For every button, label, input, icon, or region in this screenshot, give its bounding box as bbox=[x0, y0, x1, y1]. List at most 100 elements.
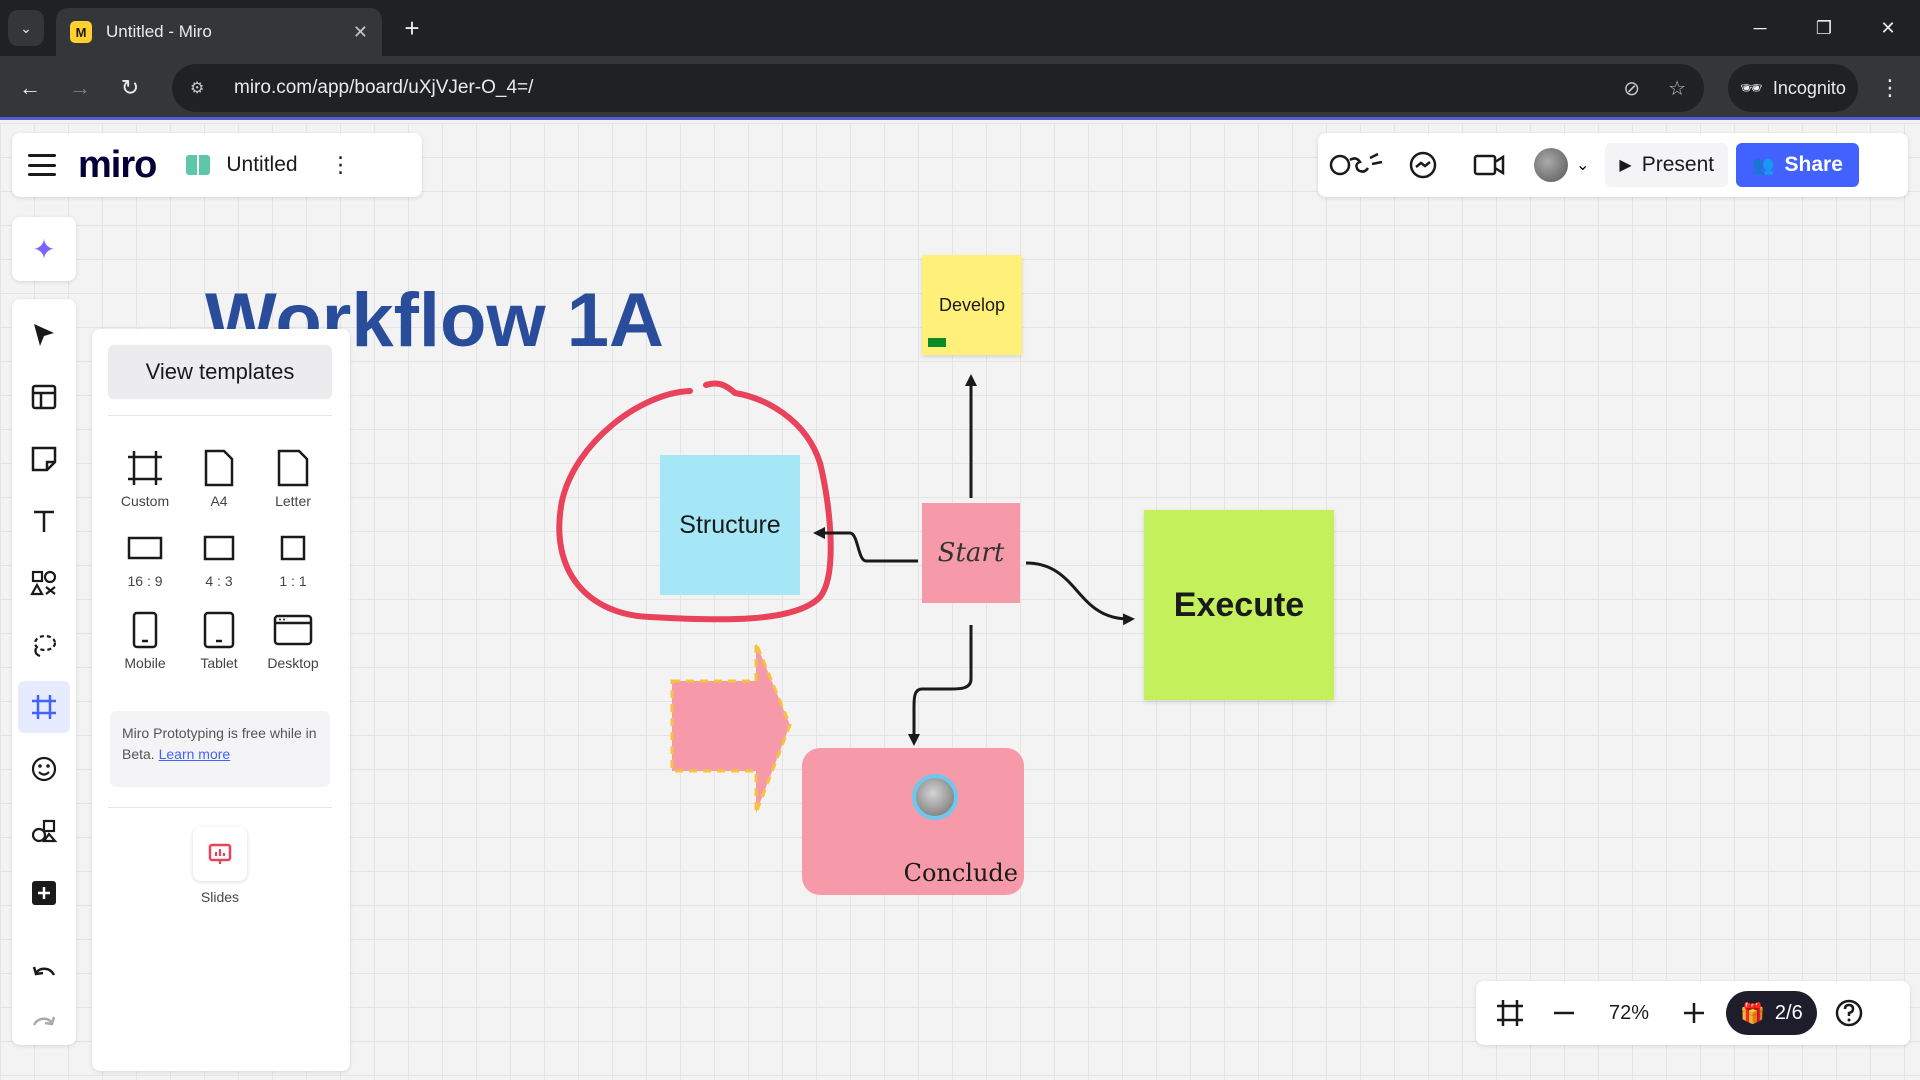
bookmark-star-icon[interactable]: ☆ bbox=[1668, 77, 1686, 100]
close-window-button[interactable]: ✕ bbox=[1880, 17, 1896, 38]
frame-a4[interactable]: A4 bbox=[184, 447, 254, 519]
eye-off-icon[interactable]: ⊘ bbox=[1623, 77, 1641, 100]
miro-logo[interactable]: miro bbox=[78, 143, 157, 186]
frame-16-9-label: 16 : 9 bbox=[127, 573, 163, 589]
slides-option[interactable]: Slides bbox=[180, 827, 260, 905]
frame-letter[interactable]: Letter bbox=[258, 447, 328, 519]
incognito-indicator[interactable]: 🕶 Incognito bbox=[1728, 64, 1858, 112]
beta-text: Miro Prototyping is free while in Beta. bbox=[122, 725, 317, 762]
chat-icon[interactable] bbox=[1394, 143, 1452, 187]
board-canvas[interactable]: Workflow 1A Develop Structure Start Exec… bbox=[0, 123, 1920, 1080]
structure-sticky-note[interactable]: Structure bbox=[660, 455, 800, 595]
gift-icon: 🎁 bbox=[1740, 1002, 1765, 1025]
execute-sticky-note[interactable]: Execute bbox=[1144, 510, 1334, 700]
desktop-frame-icon bbox=[273, 609, 313, 651]
undo-button[interactable] bbox=[18, 949, 70, 1001]
collaborator-avatar[interactable] bbox=[912, 774, 958, 820]
board-name[interactable]: Untitled bbox=[226, 153, 298, 176]
learn-more-link[interactable]: Learn more bbox=[158, 746, 231, 762]
incognito-label: Incognito bbox=[1772, 77, 1846, 98]
onboarding-progress-button[interactable]: 🎁 2/6 bbox=[1726, 991, 1817, 1035]
redo-button[interactable] bbox=[18, 999, 70, 1051]
view-templates-button[interactable]: View templates bbox=[108, 345, 332, 399]
back-button[interactable]: ← bbox=[19, 75, 41, 100]
close-tab-icon[interactable]: ✕ bbox=[352, 21, 368, 42]
tab-search-dropdown[interactable]: ⌄ bbox=[8, 10, 44, 46]
reactions-icon[interactable] bbox=[1328, 143, 1386, 187]
help-button[interactable] bbox=[1827, 991, 1871, 1035]
frame-1-1-label: 1 : 1 bbox=[279, 573, 307, 589]
frame-tablet-label: Tablet bbox=[200, 655, 238, 671]
lasso-pen-tool[interactable] bbox=[18, 619, 70, 671]
arrow-start-to-structure bbox=[813, 527, 918, 563]
start-label: Start bbox=[937, 538, 1005, 568]
sticky-author-tag bbox=[928, 338, 946, 347]
arrow-start-to-conclude bbox=[908, 625, 973, 746]
zoom-level[interactable]: 72% bbox=[1608, 1001, 1650, 1024]
conclude-shape[interactable]: Conclude bbox=[802, 748, 1024, 895]
board-icon bbox=[186, 155, 211, 175]
sticky-note-tool[interactable] bbox=[18, 433, 70, 485]
frame-16-9[interactable]: 16 : 9 bbox=[110, 527, 180, 599]
shapes-tool[interactable] bbox=[18, 557, 70, 609]
pink-block-arrow-shape bbox=[670, 642, 792, 814]
frame-tablet[interactable]: Tablet bbox=[184, 609, 254, 681]
tab-title: Untitled - Miro bbox=[106, 22, 212, 41]
frame-1-1[interactable]: 1 : 1 bbox=[258, 527, 328, 599]
miro-favicon-icon: M bbox=[70, 21, 92, 43]
creation-toolbar bbox=[12, 299, 76, 1045]
zoom-controls-panel: 72% 🎁 2/6 bbox=[1476, 981, 1910, 1045]
restore-window-button[interactable]: ❐ bbox=[1815, 17, 1833, 38]
board-header-panel: miro Untitled ⋮ bbox=[12, 133, 422, 197]
frame-custom[interactable]: Custom bbox=[110, 447, 180, 519]
minimize-window-button[interactable]: ─ bbox=[1753, 17, 1767, 38]
site-settings-icon[interactable]: ⚙ bbox=[190, 80, 205, 97]
board-options-icon[interactable]: ⋮ bbox=[329, 152, 352, 177]
develop-sticky-note[interactable]: Develop bbox=[922, 255, 1022, 355]
slides-icon bbox=[193, 827, 247, 881]
address-bar[interactable]: ⚙ miro.com/app/board/uXjVJer-O_4=/ ⊘ ☆ bbox=[172, 64, 1704, 112]
frame-mobile[interactable]: Mobile bbox=[110, 609, 180, 681]
diagram-tool[interactable] bbox=[18, 805, 70, 857]
frame-letter-label: Letter bbox=[275, 493, 311, 509]
collaboration-panel: ⌄ ▶ Present 👥 Share bbox=[1318, 133, 1908, 197]
browser-tab[interactable]: M Untitled - Miro ✕ bbox=[56, 8, 382, 56]
more-apps-button[interactable] bbox=[18, 867, 70, 919]
templates-tool[interactable] bbox=[18, 371, 70, 423]
conclude-label: Conclude bbox=[903, 859, 1018, 887]
start-sticky-note[interactable]: Start bbox=[922, 503, 1020, 603]
new-tab-button[interactable]: + bbox=[404, 12, 420, 43]
text-tool[interactable] bbox=[18, 495, 70, 547]
frame-tool[interactable] bbox=[18, 681, 70, 733]
a4-frame-icon bbox=[204, 447, 234, 489]
main-menu-icon[interactable] bbox=[28, 154, 56, 176]
frames-list-button[interactable] bbox=[1488, 991, 1532, 1035]
execute-label: Execute bbox=[1173, 585, 1305, 624]
letter-frame-icon bbox=[277, 447, 309, 489]
forward-button[interactable]: → bbox=[69, 75, 91, 100]
zoom-out-button[interactable] bbox=[1542, 991, 1586, 1035]
select-tool[interactable] bbox=[18, 309, 70, 361]
browser-toolbar: ← → ↻ ⚙ miro.com/app/board/uXjVJer-O_4=/… bbox=[0, 56, 1920, 120]
reload-button[interactable]: ↻ bbox=[120, 75, 140, 100]
video-call-icon[interactable] bbox=[1460, 143, 1518, 187]
browser-menu-icon[interactable]: ⋮ bbox=[1879, 75, 1901, 100]
user-avatar-menu[interactable]: ⌄ bbox=[1526, 143, 1597, 187]
stickers-tool[interactable] bbox=[18, 743, 70, 795]
frame-desktop[interactable]: Desktop bbox=[258, 609, 328, 681]
slides-label: Slides bbox=[200, 889, 240, 905]
chevron-down-icon: ⌄ bbox=[1576, 157, 1590, 174]
mobile-frame-icon bbox=[132, 609, 158, 651]
zoom-in-button[interactable] bbox=[1672, 991, 1716, 1035]
incognito-icon: 🕶 bbox=[1740, 77, 1763, 98]
square-frame-icon bbox=[280, 527, 306, 569]
ai-assist-button[interactable]: ✦ bbox=[12, 217, 76, 281]
present-button[interactable]: ▶ Present bbox=[1605, 143, 1729, 187]
frame-4-3-label: 4 : 3 bbox=[205, 573, 233, 589]
prototyping-beta-note: Miro Prototyping is free while in Beta. … bbox=[110, 711, 330, 787]
share-button[interactable]: 👥 Share bbox=[1736, 143, 1859, 187]
arrow-start-to-execute bbox=[1025, 561, 1135, 626]
custom-frame-icon bbox=[126, 447, 164, 489]
frame-4-3[interactable]: 4 : 3 bbox=[184, 527, 254, 599]
develop-label: Develop bbox=[938, 294, 1006, 315]
